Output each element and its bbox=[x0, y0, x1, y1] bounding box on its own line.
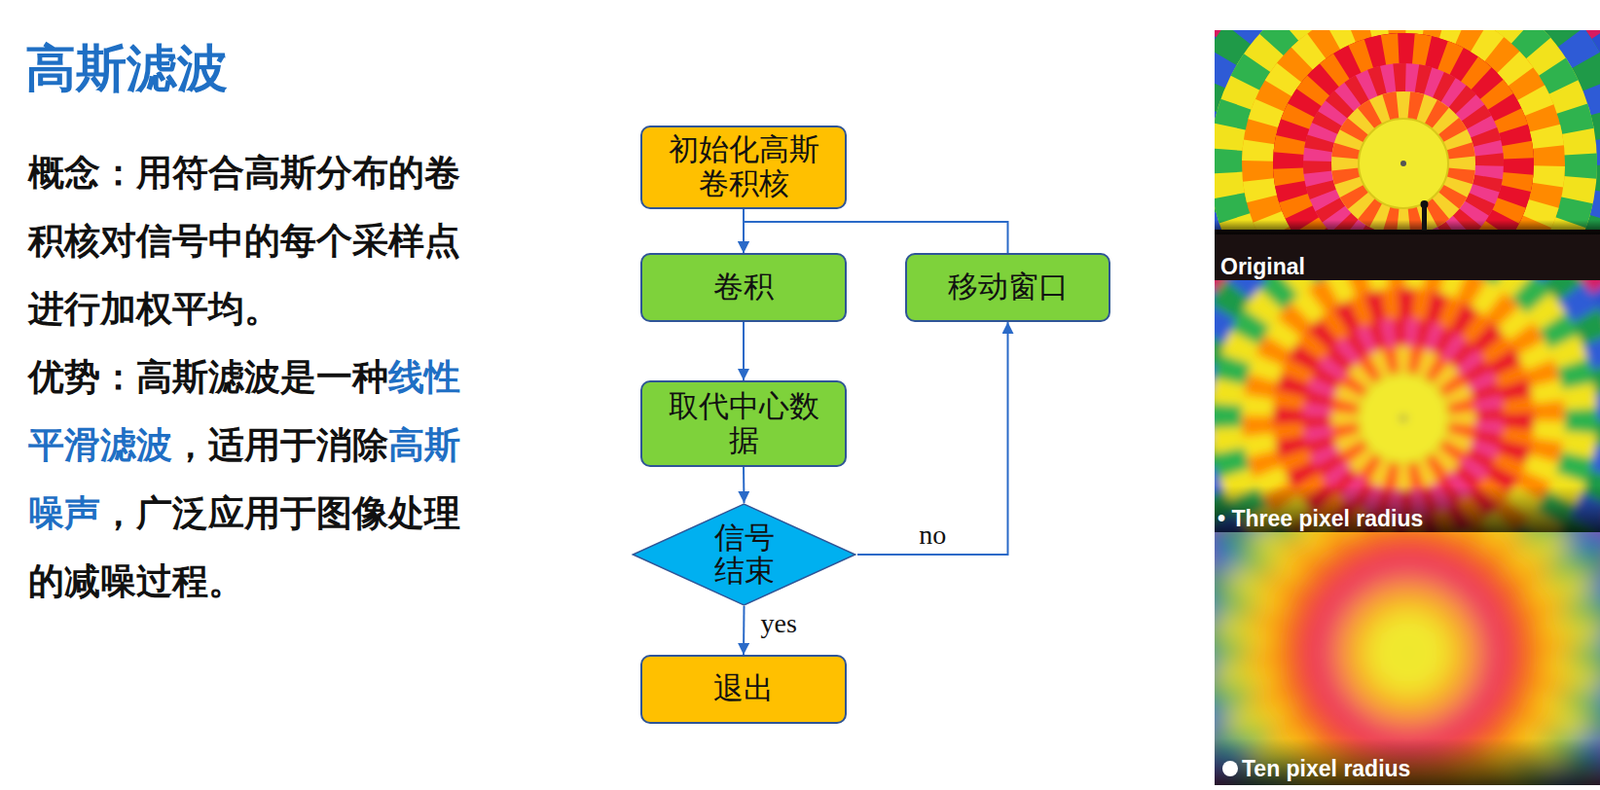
node-label: 退出 bbox=[713, 672, 774, 707]
node-text-group: 初始化高斯卷积核 bbox=[661, 133, 826, 201]
node-label: 移动窗口 bbox=[947, 270, 1069, 305]
end-box: 退出 bbox=[640, 654, 847, 725]
node-label: 初始化高斯卷积核 bbox=[661, 133, 826, 201]
diamond-outline bbox=[632, 504, 855, 606]
body-paragraph: 概念：用符合高斯分布的卷积核对信号中的每个采样点进行加权平均。 bbox=[28, 139, 488, 344]
node-text-group: 取代中心数据 bbox=[661, 390, 826, 458]
body-text: 概念：用符合高斯分布的卷积核对信号中的每个采样点进行加权平均。 bbox=[28, 152, 461, 329]
node-text-group: 信号结束 bbox=[709, 521, 780, 588]
edge-label: no bbox=[915, 519, 949, 551]
flow-arrow bbox=[857, 322, 1009, 555]
start-box: 初始化高斯卷积核 bbox=[640, 125, 847, 210]
node-text-group: 退出 bbox=[713, 672, 774, 707]
image-caption: Original bbox=[1220, 254, 1306, 281]
flow-arrow bbox=[743, 221, 1009, 254]
process-box: 卷积 bbox=[640, 253, 847, 323]
process-box: 移动窗口 bbox=[905, 253, 1111, 323]
image-caption: • Three pixel radius bbox=[1217, 506, 1423, 533]
slide-title: 高斯滤波 bbox=[25, 35, 228, 104]
body-text: ，适用于消除 bbox=[172, 425, 389, 466]
flow-arrow bbox=[742, 467, 746, 504]
node-label: 取代中心数据 bbox=[661, 390, 826, 458]
body-text: 优势：高斯滤波是一种 bbox=[28, 357, 389, 398]
decision-diamond: 信号结束 bbox=[630, 503, 858, 607]
edge-label: yes bbox=[758, 608, 800, 640]
process-box: 取代中心数据 bbox=[640, 380, 847, 468]
body-paragraph: 优势：高斯滤波是一种线性平滑滤波，适用于消除高斯噪声，广泛应用于图像处理的减噪过… bbox=[28, 343, 488, 617]
node-label: 卷积 bbox=[713, 270, 774, 305]
node-text-group: 卷积 bbox=[713, 270, 774, 305]
balloon-illustration bbox=[1214, 30, 1600, 786]
flow-arrow bbox=[742, 606, 746, 655]
node-text-group: 移动窗口 bbox=[947, 270, 1069, 305]
flow-arrow bbox=[742, 322, 745, 381]
image-caption: Ten pixel radius bbox=[1241, 756, 1411, 783]
node-label: 信号结束 bbox=[709, 521, 780, 588]
